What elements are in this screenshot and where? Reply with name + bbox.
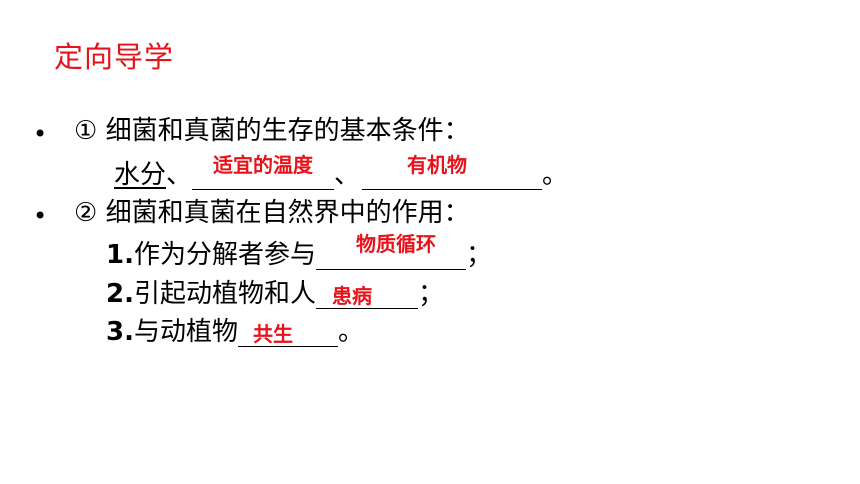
circled-number-icon: ②: [74, 198, 98, 228]
item1-heading: ① 细菌和真菌的生存的基本条件：: [74, 116, 470, 146]
separator: 、: [334, 160, 361, 190]
blank-2: 有机物: [362, 154, 543, 190]
answer-1: 适宜的温度: [213, 153, 314, 177]
sub-item-3: 3.与动植物共生 。: [106, 317, 364, 347]
item2-heading: ② 细菌和真菌在自然界中的作用：: [74, 198, 470, 228]
sub-number: 2.: [106, 279, 134, 309]
item1-prefix: 水分: [114, 160, 167, 190]
answer-5: 共生: [252, 322, 293, 346]
line-end: ；: [465, 240, 492, 270]
item1-fill-line: 水分、适宜的温度、有机物。: [114, 154, 569, 190]
line-end: 。: [542, 160, 569, 190]
sub-number: 3.: [106, 317, 134, 347]
circled-number-icon: ①: [74, 116, 98, 146]
item2-text: 细菌和真菌在自然界中的作用：: [105, 198, 470, 228]
sub-text: 作为分解者参与: [133, 240, 316, 270]
answer-4: 患病: [331, 284, 372, 308]
blank-1: 适宜的温度: [192, 154, 335, 190]
answer-3: 物质循环: [355, 232, 436, 256]
sub-number: 1.: [106, 240, 134, 270]
line-end: 。: [337, 317, 364, 347]
separator: 、: [166, 160, 193, 190]
blank-3: 物质循环: [315, 233, 466, 270]
answer-2: 有机物: [407, 153, 468, 177]
sub-item-2: 2.引起动植物和人患病 ；: [106, 279, 444, 309]
sub-text: 与动植物: [133, 317, 238, 347]
line-end: ；: [417, 279, 444, 309]
blank-5: 共生: [237, 320, 338, 347]
sub-item-1: 1.作为分解者参与 物质循环 ；: [106, 233, 492, 270]
item1-text: 细菌和真菌的生存的基本条件：: [105, 116, 470, 146]
bullet-dot-icon: •: [33, 120, 48, 148]
sub-text: 引起动植物和人: [133, 279, 316, 309]
slide-title: 定向导学: [54, 40, 175, 74]
blank-4: 患病: [315, 282, 418, 309]
bullet-dot-icon: •: [33, 202, 48, 230]
